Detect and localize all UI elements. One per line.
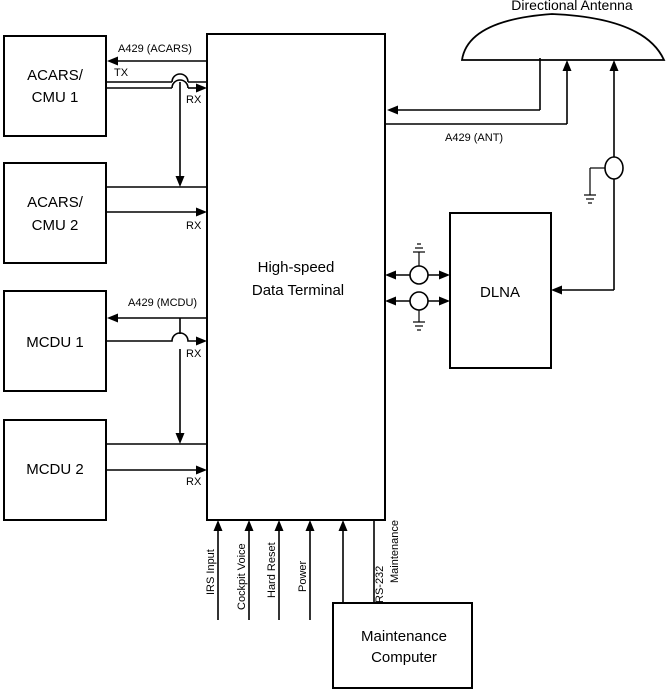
mcdu1-bus: RX xyxy=(106,318,207,444)
rs232-maintenance-label: Maintenance xyxy=(389,520,401,583)
irs-input-label: IRS Input xyxy=(205,549,217,595)
acars-cmu-2-line1: ACARS/ xyxy=(27,194,84,211)
hsdt-line1: High-speed xyxy=(258,259,335,276)
acars-cmu-1-line2: CMU 1 xyxy=(32,89,79,106)
cmu1-rx-link: RX xyxy=(106,80,207,106)
directional-antenna: Directional Antenna xyxy=(462,0,664,60)
rs232-label: RS-232 xyxy=(374,566,386,603)
high-speed-data-terminal-box: High-speed Data Terminal xyxy=(207,34,385,520)
acars-cmu-1-box: ACARS/ CMU 1 xyxy=(4,36,106,136)
irs-input-line: IRS Input xyxy=(205,520,223,620)
antenna-return-link xyxy=(387,58,540,115)
cmu1-a429-acars-link: A429 (ACARS) xyxy=(107,43,207,66)
mcdu2-rx-link: RX xyxy=(106,466,207,489)
power-line: Power xyxy=(297,520,315,620)
hsdt-dlna-coax-upper xyxy=(385,244,450,284)
a429-mcdu-label: A429 (MCDU) xyxy=(128,297,197,309)
mcdu-1-label: MCDU 1 xyxy=(26,334,84,351)
acars-cmu-1-line1: ACARS/ xyxy=(27,67,84,84)
antenna-rf-link xyxy=(551,60,623,295)
hsdt-line2: Data Terminal xyxy=(252,282,344,299)
a429-acars-label: A429 (ACARS) xyxy=(118,43,192,55)
mcdu-1-box: MCDU 1 xyxy=(4,291,106,391)
dlna-label: DLNA xyxy=(480,284,520,301)
cockpit-voice-line: Cockpit Voice xyxy=(236,520,254,620)
acars-cmu-2-box: ACARS/ CMU 2 xyxy=(4,163,106,263)
rs232-maintenance-link: RS-232 Maintenance xyxy=(339,520,402,603)
cmu2-rx-link: RX xyxy=(106,208,207,233)
cmu2-rx-label: RX xyxy=(186,220,202,232)
maintenance-computer-line2: Computer xyxy=(371,649,437,666)
antenna-a429-ant-link: A429 (ANT) xyxy=(385,60,572,144)
cockpit-voice-label: Cockpit Voice xyxy=(236,543,248,610)
maintenance-computer-box: Maintenance Computer xyxy=(333,603,472,688)
cmu1-rx-label: RX xyxy=(186,94,202,106)
tx-label: TX xyxy=(114,67,129,79)
a429-ant-label: A429 (ANT) xyxy=(445,132,503,144)
antenna-title: Directional Antenna xyxy=(511,0,633,13)
cmu1-tx-bus: TX xyxy=(106,67,207,187)
mcdu1-rx-label: RX xyxy=(186,348,202,360)
mcdu1-a429-link: A429 (MCDU) xyxy=(107,297,207,323)
mcdu-2-label: MCDU 2 xyxy=(26,461,84,478)
hsdt-dlna-coax-lower xyxy=(385,292,450,330)
mcdu-2-box: MCDU 2 xyxy=(4,420,106,520)
power-label: Power xyxy=(297,560,309,592)
hard-reset-label: Hard Reset xyxy=(266,542,278,598)
acars-cmu-2-line2: CMU 2 xyxy=(32,217,79,234)
dlna-box: DLNA xyxy=(450,213,551,368)
hard-reset-line: Hard Reset xyxy=(266,520,284,620)
mcdu2-rx-label: RX xyxy=(186,476,202,488)
maintenance-computer-line1: Maintenance xyxy=(361,628,447,645)
